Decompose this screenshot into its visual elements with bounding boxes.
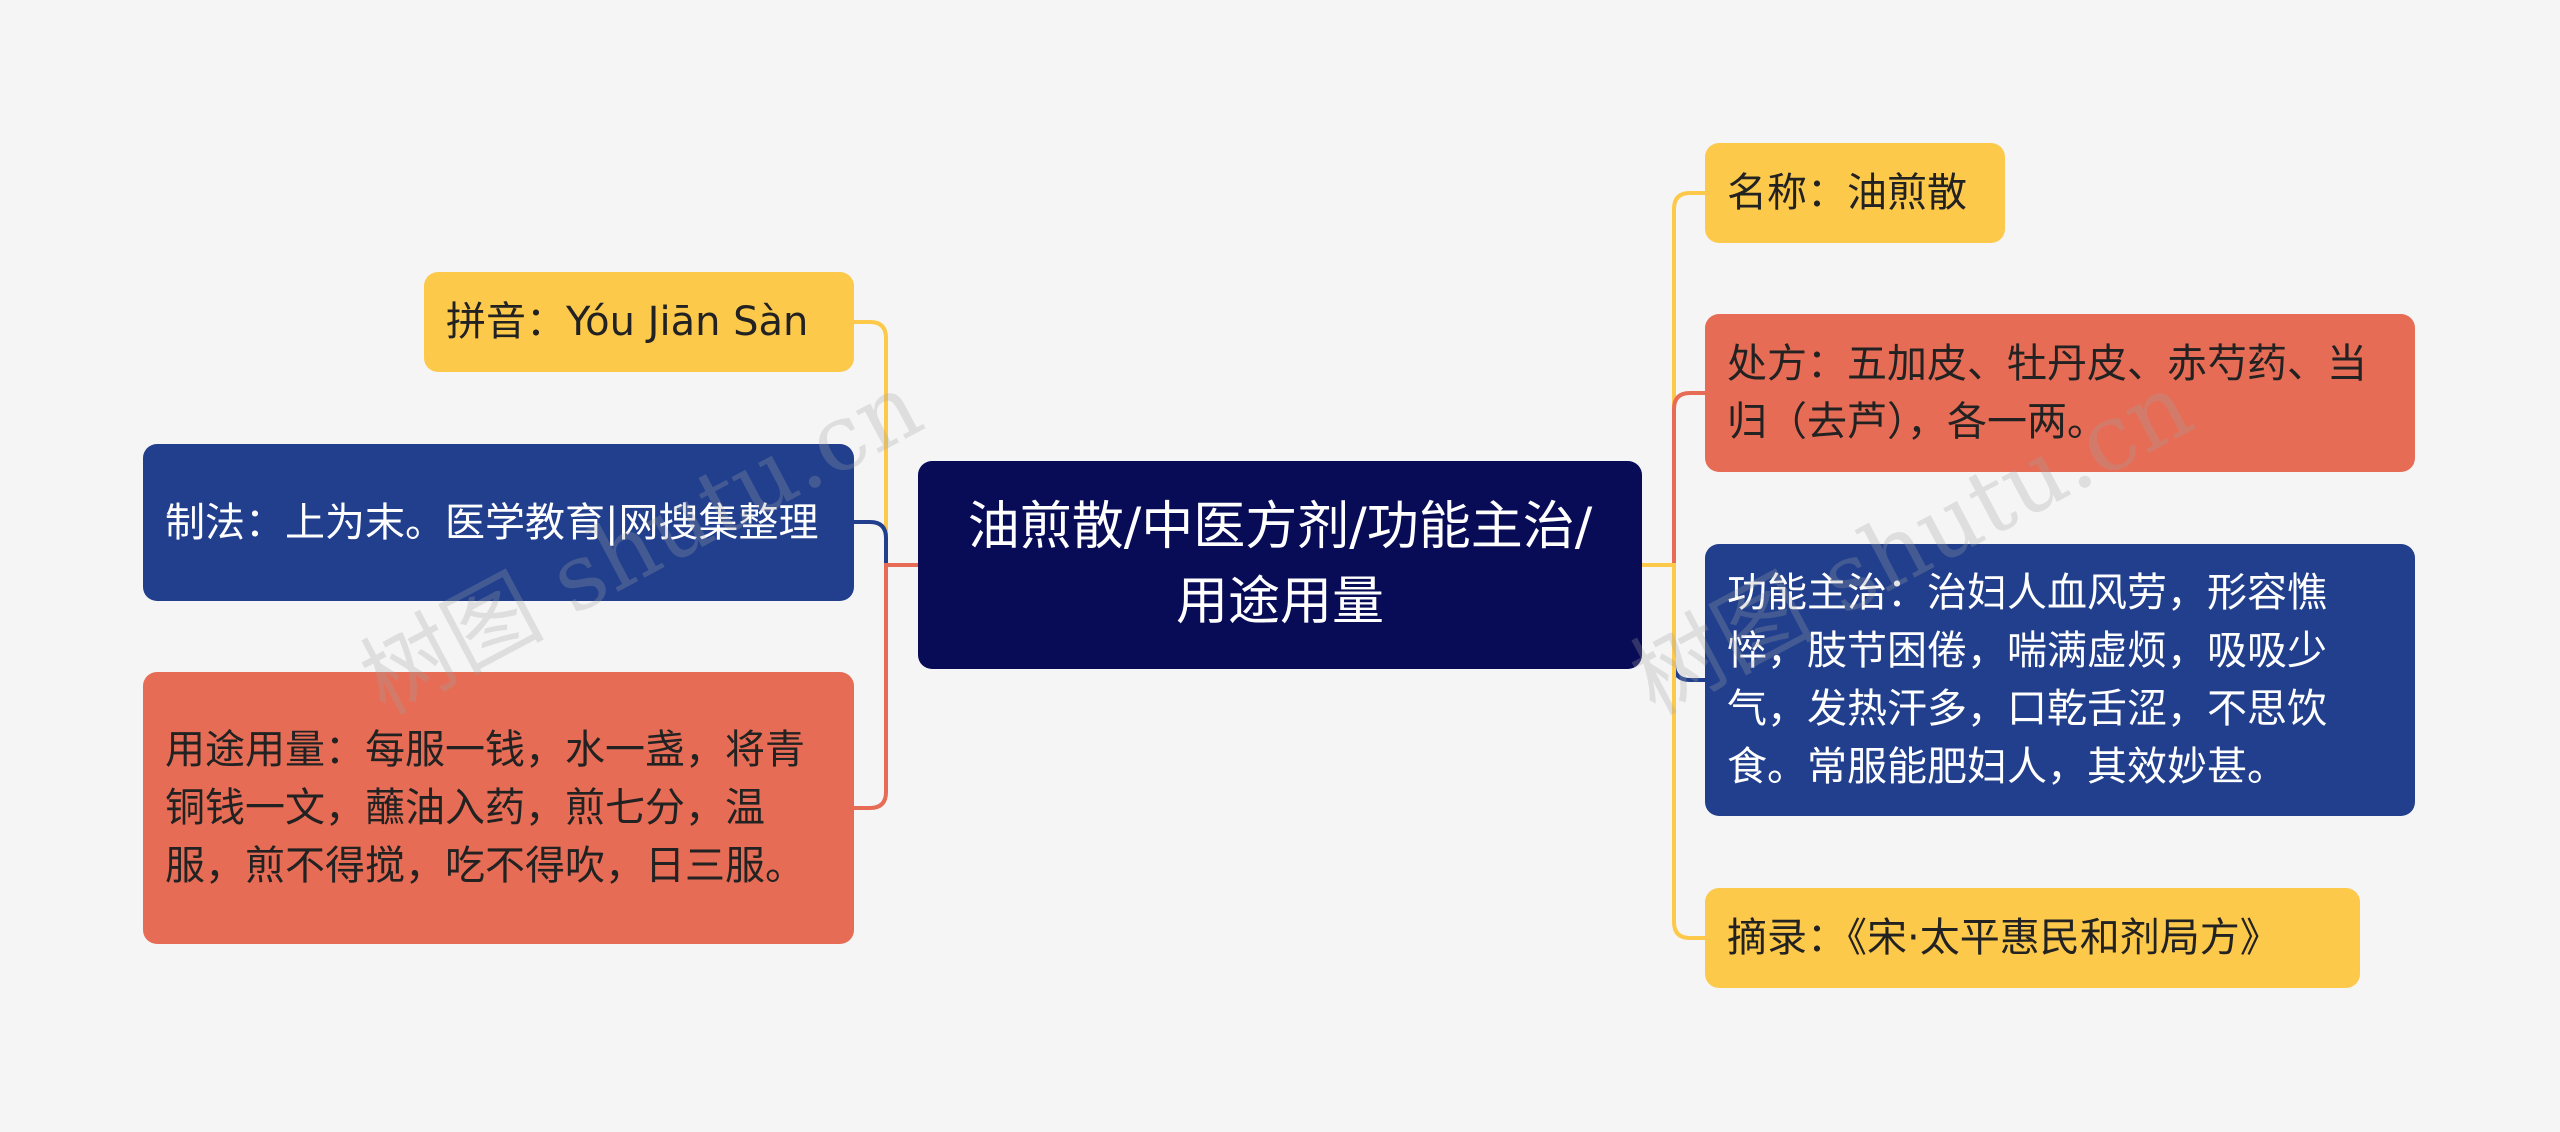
topic-usage[interactable]: 用途用量：每服一钱，水一盏，将青铜钱一文，蘸油入药，煎七分，温服，煎不得搅，吃不… [143,672,854,944]
connector-right-0 [1640,191,1707,567]
topic-method-label: 制法：上为末。医学教育|网搜集整理 [165,499,819,546]
topic-name[interactable]: 名称：油煎散 [1705,143,2005,243]
topic-method[interactable]: 制法：上为末。医学教育|网搜集整理 [143,444,854,601]
topic-indication[interactable]: 功能主治：治妇人血风劳，形容憔悴，肢节困倦，喘满虚烦，吸吸少气，发热汗多，口乾舌… [1705,544,2415,816]
topic-source[interactable]: 摘录：《宋·太平惠民和剂局方》 [1705,888,2360,988]
topic-usage-label: 用途用量：每服一钱，水一盏，将青铜钱一文，蘸油入药，煎七分，温服，煎不得搅，吃不… [165,727,805,889]
connector-right-1 [1640,391,1707,567]
topic-formula[interactable]: 处方：五加皮、牡丹皮、赤芍药、当归（去芦），各一两。 [1705,314,2415,472]
root-topic-label: 油煎散/中医方剂/功能主治/用途用量 [967,496,1593,632]
root-topic[interactable]: 油煎散/中医方剂/功能主治/用途用量 [918,461,1642,669]
connector-left-1 [852,520,920,567]
connector-left-2 [852,563,920,810]
topic-formula-label: 处方：五加皮、牡丹皮、赤芍药、当归（去芦），各一两。 [1727,341,2367,445]
topic-indication-label: 功能主治：治妇人血风劳，形容憔悴，肢节困倦，喘满虚烦，吸吸少气，发热汗多，口乾舌… [1727,570,2327,790]
topic-pinyin-label: 拼音：Yóu Jiān Sàn [446,299,809,345]
connector-right-3 [1640,563,1707,940]
topic-source-label: 摘录：《宋·太平惠民和剂局方》 [1727,915,2280,961]
topic-name-label: 名称：油煎散 [1727,170,1967,216]
topic-pinyin[interactable]: 拼音：Yóu Jiān Sàn [424,272,854,372]
connector-left-0 [852,320,920,567]
